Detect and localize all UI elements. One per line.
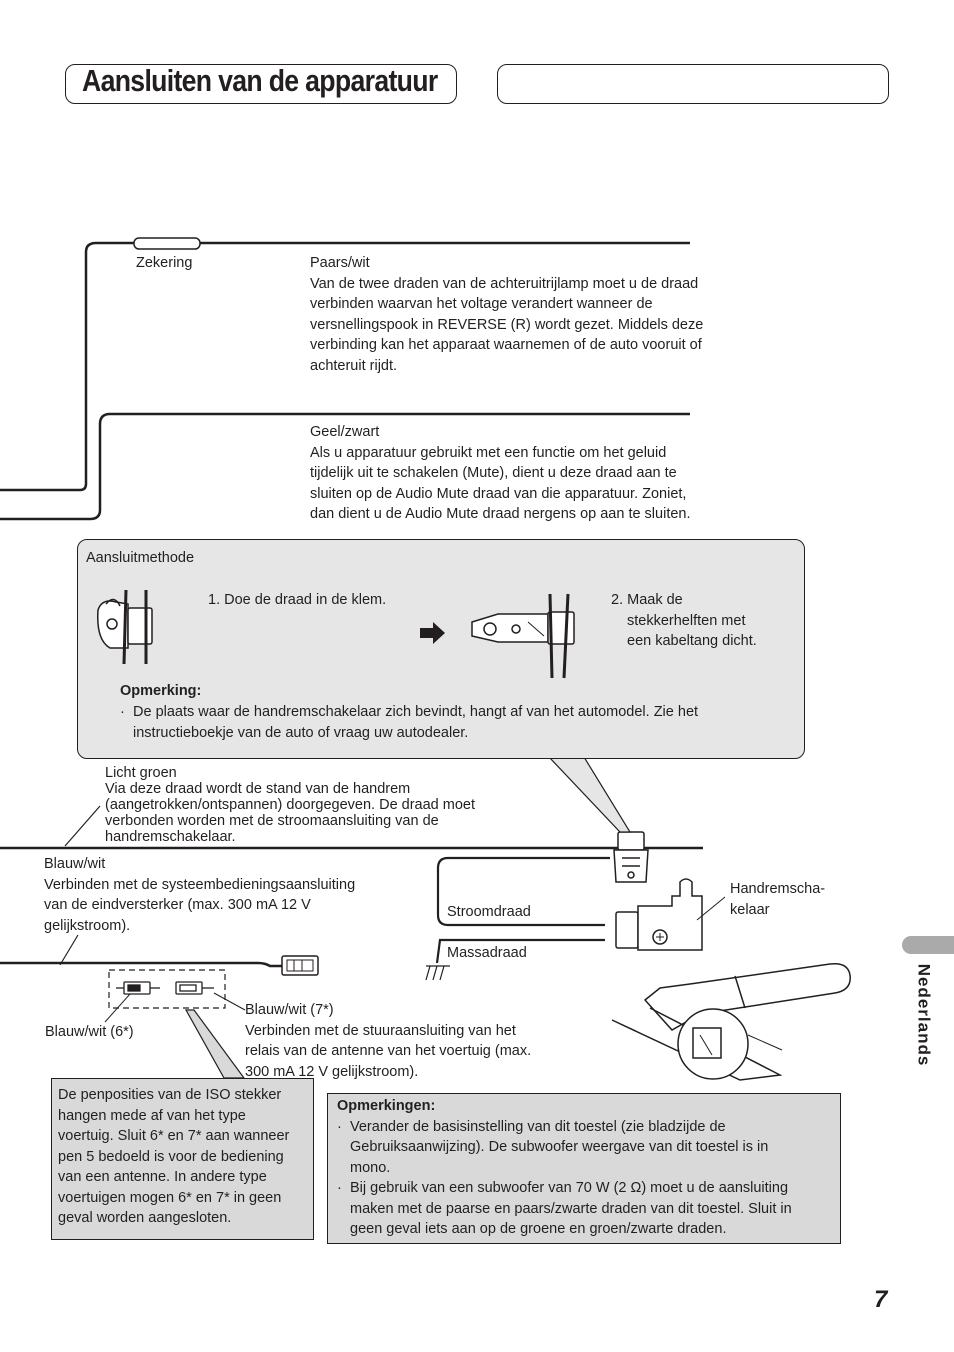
notes-item2-line: geen geval iets aan op de groene en groe… <box>350 1221 727 1237</box>
blue-white-7-label: Blauw/wit (7*) <box>245 1002 334 1018</box>
pin7-connector-icon <box>175 981 214 995</box>
yellow-black-line: tijdelijk uit te schakelen (Mute), dient… <box>310 465 677 481</box>
iso-note-line: De penposities van de ISO stekker <box>58 1087 282 1103</box>
method-step2-line: een kabeltang dicht. <box>627 633 757 649</box>
language-label: Nederlands <box>914 963 934 1067</box>
light-green-line: handremschakelaar. <box>105 829 236 845</box>
purple-white-line: verbinding kan het apparaat waarnemen of… <box>310 337 702 353</box>
blue-white-label: Blauw/wit <box>44 856 106 872</box>
page-title: Aansluiten van de apparatuur <box>82 63 438 98</box>
title-frame <box>65 64 457 104</box>
light-green-block: Licht groen Via deze draad wordt de stan… <box>105 765 475 845</box>
blue-white-7-line: Verbinden met de stuuraansluiting van he… <box>245 1022 516 1039</box>
method-step2: 2. Maak de stekkerhelften met een kabelt… <box>611 590 757 652</box>
iso-note-box <box>51 1078 314 1240</box>
notes-heading: Opmerkingen: <box>337 1098 436 1114</box>
pin-connectors-frame <box>108 969 226 1009</box>
power-wire-label: Stroomdraad <box>447 904 531 920</box>
yellow-black-wire <box>0 412 690 521</box>
arrow-right-icon <box>420 622 445 644</box>
light-green-line: (aangetrokken/ontspannen) doorgegeven. D… <box>105 797 476 813</box>
purple-white-line: versnellingspook in REVERSE (R) wordt ge… <box>310 316 704 333</box>
pin6-connector-icon <box>116 981 160 995</box>
blue-white-7-block: Blauw/wit (7*) Verbinden met de stuuraan… <box>245 1000 531 1082</box>
iso-note-line: van een antenne. In andere type <box>58 1169 267 1185</box>
light-green-line: Via deze draad wordt de stand van de han… <box>105 781 411 797</box>
purple-white-line: achteruit rijdt. <box>310 357 398 374</box>
splice-clamp-icon <box>613 831 649 883</box>
method-note-line: De plaats waar de handremschakelaar zich… <box>133 704 699 720</box>
purple-white-line: verbinden waarvan het voltage verandert … <box>310 296 653 312</box>
blue-white-line: Verbinden met de systeembedieningsaanslu… <box>44 876 356 893</box>
handbrake-switch-line: Handremscha- <box>730 881 826 897</box>
notes-box <box>327 1093 841 1244</box>
power-wire <box>436 856 610 927</box>
purple-white-wire <box>0 241 134 492</box>
light-green-line: verbonden worden met de stroomaansluitin… <box>105 813 439 829</box>
ground-wire-label: Massadraad <box>447 945 527 961</box>
method-heading: Aansluitmethode <box>86 550 195 566</box>
fuse-label: Zekering <box>136 255 193 271</box>
clamp-closed-icon <box>471 593 575 679</box>
notes-item1-line: Gebruiksaanwijzing). De subwoofer weerga… <box>350 1139 769 1155</box>
page-number: 7 <box>874 1286 888 1313</box>
iso-note-line: pen 5 bedoeld is voor de bediening <box>58 1148 284 1165</box>
notes-item1-line: mono. <box>350 1159 391 1176</box>
blue-white-line: gelijkstroom). <box>44 917 131 934</box>
ground-icon <box>425 965 450 981</box>
method-note: ·De plaats waar de handremschakelaar zic… <box>120 702 698 743</box>
handbrake-switch-label: Handremscha- kelaar <box>730 879 825 920</box>
ground-wire <box>435 938 605 964</box>
notes-item2-line: Bij gebruik van een subwoofer van 70 W (… <box>350 1180 789 1196</box>
purple-white-label: Paars/wit <box>310 255 370 271</box>
language-tab <box>902 936 954 954</box>
iso-note-line: hangen mede af van het type <box>58 1107 246 1124</box>
title-frame-right <box>497 64 889 104</box>
iso-connector-icon <box>281 955 319 976</box>
purple-white-block: Paars/wit Van de twee draden van de acht… <box>310 253 703 376</box>
yellow-black-line: sluiten op de Audio Mute draad van die a… <box>310 485 687 502</box>
method-step2-line: 2. Maak de <box>611 592 683 608</box>
yellow-black-line: Als u apparatuur gebruikt met een functi… <box>310 444 667 461</box>
handbrake-lever-icon <box>611 962 851 1081</box>
method-step2-line: stekkerhelften met <box>627 612 746 629</box>
iso-note-line: voertuig. Sluit 6* en 7* aan wanneer <box>58 1128 290 1144</box>
iso-note-text: De penposities van de ISO stekker hangen… <box>58 1085 289 1229</box>
purple-white-line: Van de twee draden van de achteruitrijla… <box>310 275 699 292</box>
handbrake-switch-icon <box>615 878 703 951</box>
notes-content: Opmerkingen: ·Verander de basisinstellin… <box>337 1096 792 1240</box>
notes-item2-line: maken met de paarse en paars/zwarte drad… <box>350 1200 792 1217</box>
blue-white-line: van de eindversterker (max. 300 mA 12 V <box>44 897 311 913</box>
method-note-heading: Opmerking: <box>120 683 202 699</box>
method-note-line: instructieboekje van de auto of vraag uw… <box>133 724 469 741</box>
yellow-black-line: dan dient u de Audio Mute draad nergens … <box>310 506 691 522</box>
yellow-black-block: Geel/zwart Als u apparatuur gebruikt met… <box>310 422 691 525</box>
clamp-open-icon <box>97 590 153 665</box>
handbrake-switch-line: kelaar <box>730 901 770 918</box>
connection-method-box <box>77 539 805 759</box>
yellow-black-label: Geel/zwart <box>310 424 380 440</box>
notes-item1-line: Verander de basisinstelling van dit toes… <box>350 1118 726 1135</box>
blue-white-block: Blauw/wit Verbinden met de systeembedien… <box>44 854 355 936</box>
blue-white-7-line: relais van de antenne van het voertuig (… <box>245 1043 532 1059</box>
blue-white-wire <box>0 961 282 968</box>
blue-white-7-line: 300 mA 12 V gelijkstroom). <box>245 1063 419 1080</box>
iso-note-line: voertuigen mogen 6* en 7* in geen <box>58 1189 282 1206</box>
fuse-icon <box>133 237 201 250</box>
method-step1: 1. Doe de draad in de klem. <box>208 592 387 608</box>
blue-white-6-label: Blauw/wit (6*) <box>45 1024 134 1040</box>
light-green-label: Licht groen <box>105 765 177 781</box>
iso-note-line: geval worden aangesloten. <box>58 1210 232 1226</box>
